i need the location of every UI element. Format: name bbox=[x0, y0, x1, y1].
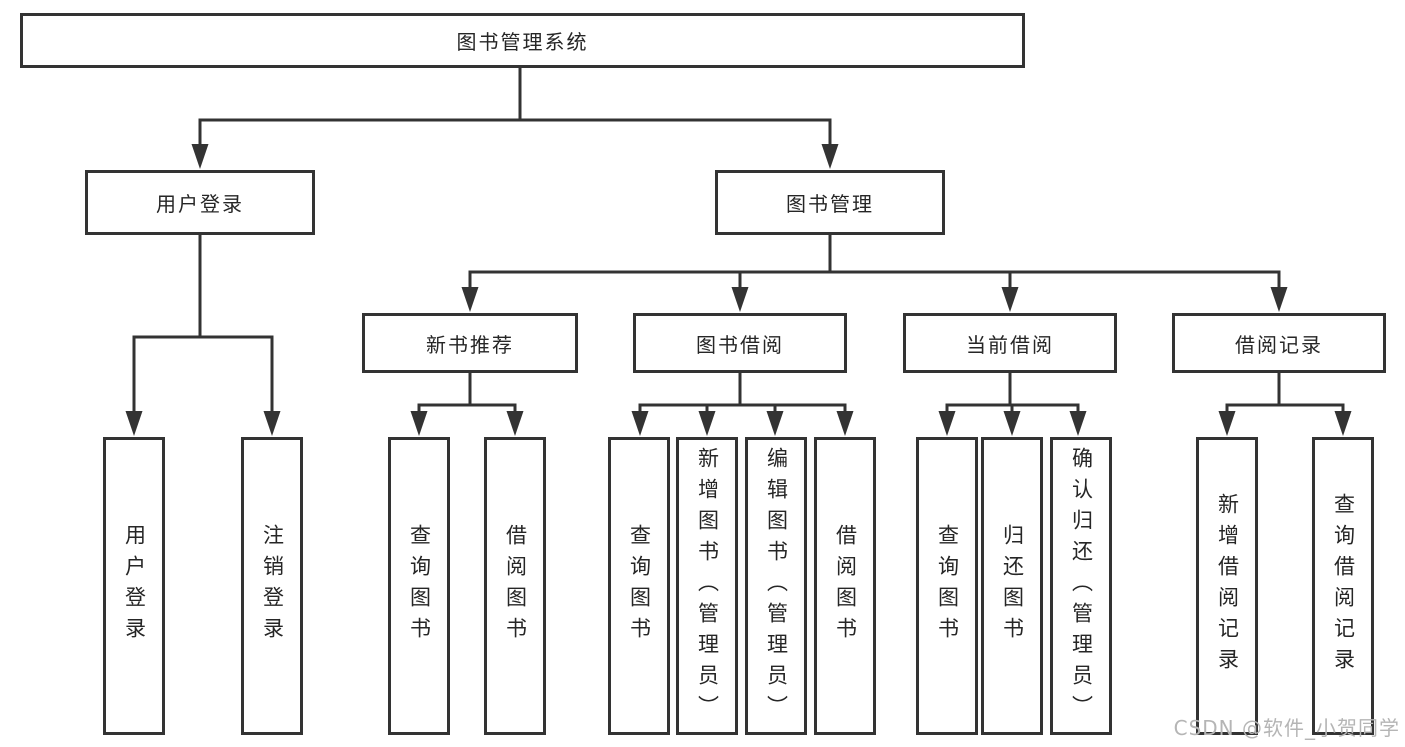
arrowhead-down-icon bbox=[821, 144, 839, 169]
leaf-query-borrow-record: 查询借阅记录 bbox=[1312, 437, 1374, 735]
node-book-borrowing: 图书借阅 bbox=[633, 313, 847, 373]
arrowhead-down-icon bbox=[263, 411, 281, 436]
node-library-management-system: 图书管理系统 bbox=[20, 13, 1025, 68]
arrowhead-down-icon bbox=[506, 411, 524, 436]
arrowhead-down-icon bbox=[461, 287, 479, 312]
leaf-query-books-recommend: 查询图书 bbox=[388, 437, 450, 735]
node-user-login: 用户登录 bbox=[85, 170, 315, 235]
leaf-user-login: 用户登录 bbox=[103, 437, 165, 735]
arrowhead-down-icon bbox=[731, 287, 749, 312]
leaf-confirm-return-admin: 确认归还（管理员） bbox=[1050, 437, 1112, 735]
arrowhead-down-icon bbox=[1069, 411, 1087, 436]
arrowhead-down-icon bbox=[410, 411, 428, 436]
arrowhead-down-icon bbox=[1334, 411, 1352, 436]
node-new-book-recommend: 新书推荐 bbox=[362, 313, 578, 373]
leaf-query-books-borrowing: 查询图书 bbox=[608, 437, 670, 735]
arrowhead-down-icon bbox=[1218, 411, 1236, 436]
arrowhead-down-icon bbox=[125, 411, 143, 436]
arrowhead-down-icon bbox=[938, 411, 956, 436]
arrowhead-down-icon bbox=[1003, 411, 1021, 436]
arrowhead-down-icon bbox=[631, 411, 649, 436]
leaf-return-book: 归还图书 bbox=[981, 437, 1043, 735]
leaf-query-books-current: 查询图书 bbox=[916, 437, 978, 735]
node-current-borrowing: 当前借阅 bbox=[903, 313, 1117, 373]
arrowhead-down-icon bbox=[698, 411, 716, 436]
arrowhead-down-icon bbox=[836, 411, 854, 436]
node-book-management: 图书管理 bbox=[715, 170, 945, 235]
arrowhead-down-icon bbox=[1001, 287, 1019, 312]
leaf-borrow-books-recommend: 借阅图书 bbox=[484, 437, 546, 735]
leaf-borrow-books-borrowing: 借阅图书 bbox=[814, 437, 876, 735]
leaf-add-book-admin: 新增图书（管理员） bbox=[676, 437, 738, 735]
arrowhead-down-icon bbox=[1270, 287, 1288, 312]
arrowhead-down-icon bbox=[766, 411, 784, 436]
leaf-edit-book-admin: 编辑图书（管理员） bbox=[745, 437, 807, 735]
leaf-add-borrow-record: 新增借阅记录 bbox=[1196, 437, 1258, 735]
arrowhead-down-icon bbox=[191, 144, 209, 169]
leaf-logout: 注销登录 bbox=[241, 437, 303, 735]
node-borrowing-records: 借阅记录 bbox=[1172, 313, 1386, 373]
csdn-watermark: CSDN @软件_小贺同学 bbox=[1173, 716, 1400, 740]
